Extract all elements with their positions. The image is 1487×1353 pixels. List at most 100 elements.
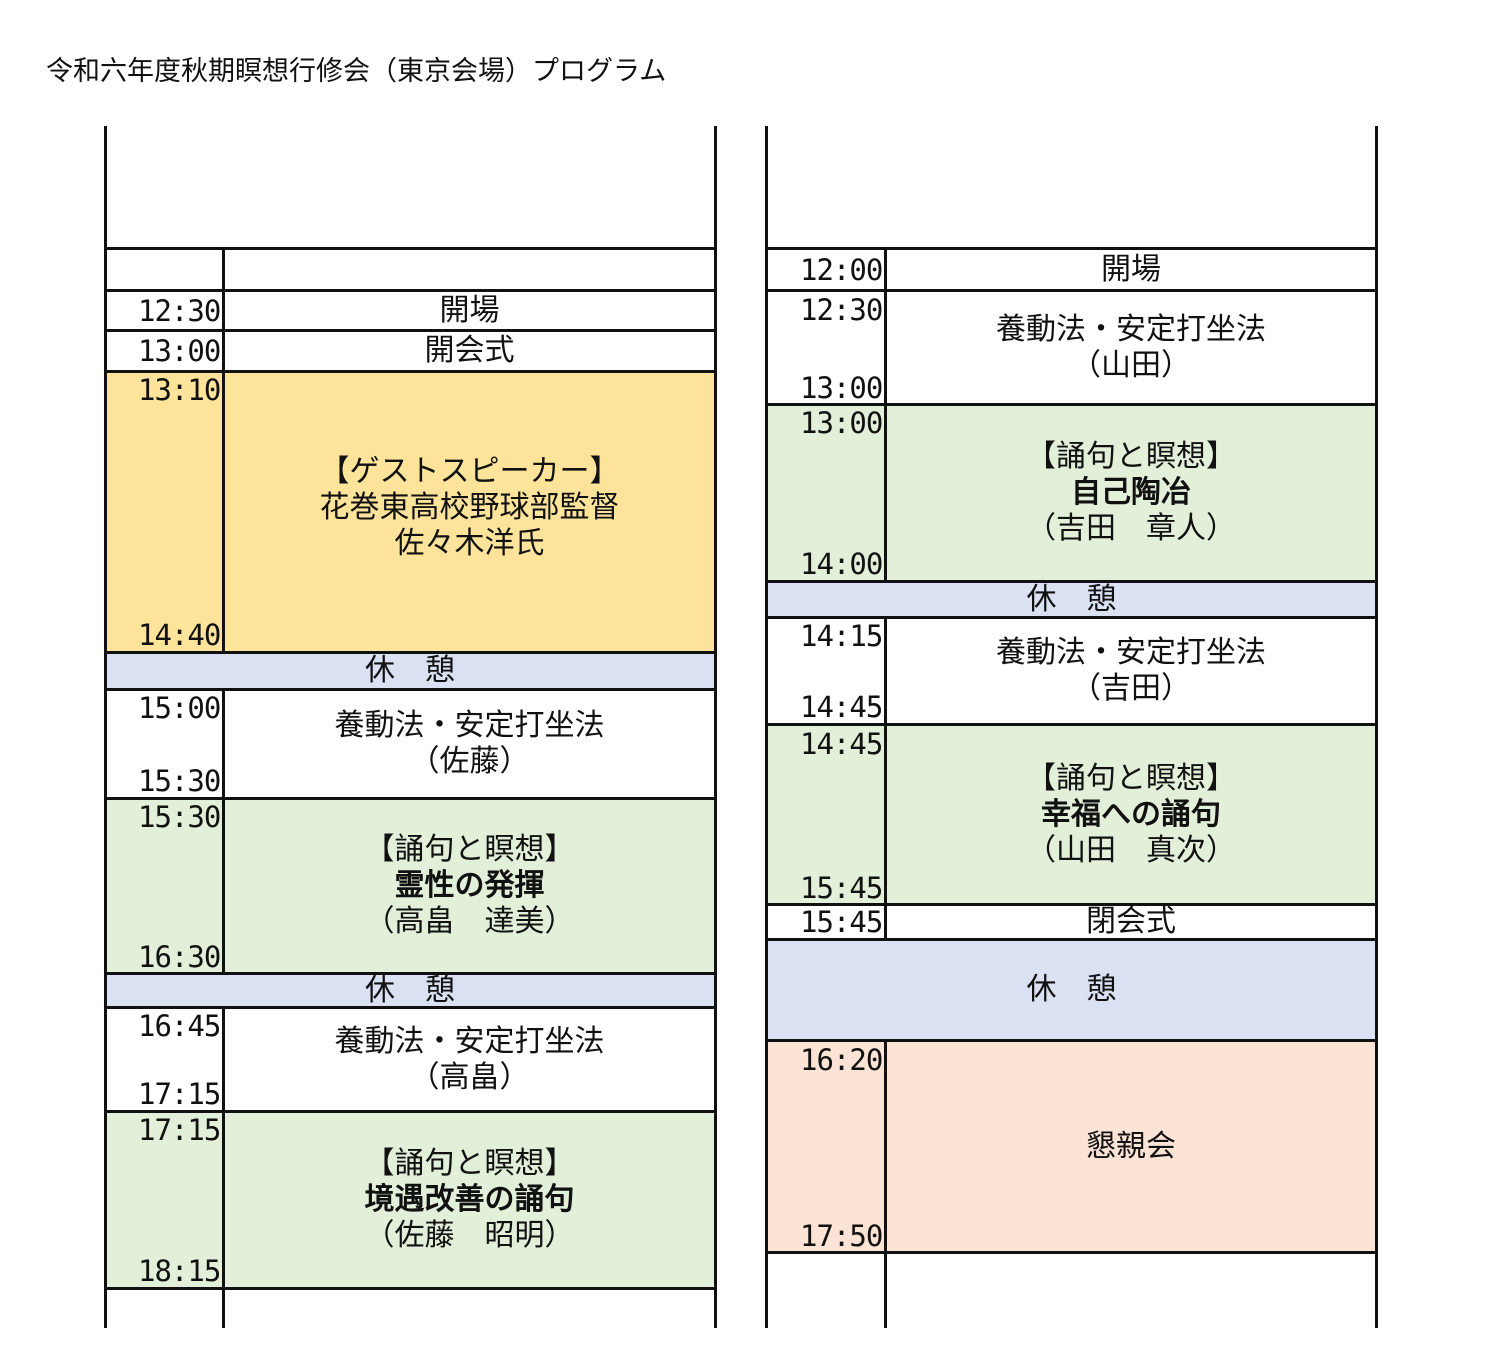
grid-line (222, 1007, 225, 1328)
row-meditation-bg (768, 405, 1376, 582)
grid-line (104, 370, 717, 373)
session-meditation: 【誦句と瞑想】 幸福への誦句 （山田 真次） (887, 726, 1375, 903)
grid-line (104, 289, 717, 292)
grid-line (765, 289, 1378, 292)
grid-line (104, 651, 717, 654)
grid-line (104, 247, 717, 250)
grid-line (765, 126, 768, 1328)
row-break-bg (106, 653, 716, 689)
break-label: 休 憩 (1026, 972, 1117, 1007)
session-title: 花巻東高校野球部監督 (319, 490, 620, 525)
end-time: 15:45 (800, 871, 883, 905)
session-open: 開場 (225, 292, 714, 329)
end-time: 18:15 (138, 1254, 221, 1288)
end-time: 17:50 (800, 1219, 883, 1253)
session-meditation: 【誦句と瞑想】 境遇改善の誦句 （佐藤 昭明） (225, 1113, 714, 1287)
page-title: 令和六年度秋期瞑想行修会（東京会場）プログラム (46, 56, 667, 87)
session-title: 霊性の発揮 (394, 868, 545, 903)
session-title: 養動法・安定打坐法 (996, 635, 1266, 670)
session-speaker: （吉田） (1071, 671, 1191, 706)
session-closing: 閉会式 (887, 904, 1375, 939)
row-break-bg (106, 974, 716, 1007)
session-speaker: （山田 真次） (1026, 832, 1236, 868)
start-time: 13:10 (138, 373, 221, 407)
session-heading: 【誦句と瞑想】 (1026, 760, 1236, 796)
session-guest: 【ゲストスピーカー】 花巻東高校野球部監督 佐々木洋氏 (225, 373, 714, 643)
grid-line (884, 1041, 887, 1328)
session-title: 養動法・安定打坐法 (334, 708, 605, 743)
start-time: 14:15 (800, 619, 883, 653)
session-speaker: （佐藤） (409, 744, 530, 779)
end-time: 15:30 (138, 764, 221, 798)
grid-line (884, 617, 887, 940)
grid-line (714, 126, 717, 1328)
grid-line (765, 903, 1378, 906)
grid-line (765, 1251, 1378, 1254)
grid-line (104, 797, 717, 800)
grid-line (765, 1039, 1378, 1042)
end-time: 13:00 (800, 371, 883, 405)
session-title: 幸福への誦句 (1041, 796, 1221, 832)
start-time: 15:45 (800, 905, 883, 939)
end-time: 16:30 (138, 940, 221, 974)
grid-line (765, 938, 1378, 941)
end-time: 14:40 (138, 618, 221, 652)
break: 休 憩 (106, 972, 714, 1008)
session-title: 養動法・安定打坐法 (334, 1023, 605, 1059)
end-time: 17:15 (138, 1077, 221, 1111)
session-title: 開会式 (424, 333, 515, 368)
session-heading: 【誦句と瞑想】 (364, 832, 575, 867)
start-time: 12:30 (138, 294, 221, 328)
start-time: 13:00 (138, 334, 221, 368)
session-heading: 【誦句と瞑想】 (364, 1146, 575, 1181)
row-party-bg (768, 1041, 1376, 1252)
grid-line (104, 1110, 717, 1113)
grid-line (104, 972, 717, 975)
grid-line (104, 126, 107, 1328)
start-time: 17:15 (138, 1113, 221, 1147)
session-speaker: （吉田 章人） (1026, 511, 1236, 546)
end-time: 14:00 (800, 547, 883, 581)
row-break-bg (768, 940, 1376, 1040)
start-time: 16:45 (138, 1009, 221, 1043)
grid-line (104, 329, 717, 332)
start-time: 12:30 (800, 293, 883, 327)
grid-line (765, 616, 1378, 619)
session-title: 懇親会 (1086, 1128, 1176, 1164)
start-time: 12:00 (800, 253, 883, 287)
grid-line (1375, 126, 1378, 1328)
start-time: 15:00 (138, 691, 221, 725)
break-label: 休 憩 (365, 653, 455, 688)
session-heading: 【ゲストスピーカー】 (319, 454, 620, 489)
row-meditation-bg (106, 798, 716, 974)
session-title: 開場 (439, 292, 500, 328)
break-label: 休 憩 (1026, 581, 1117, 617)
session-meditation: 【誦句と瞑想】 自己陶冶 （吉田 章人） (887, 406, 1375, 580)
break: 休 憩 (768, 941, 1375, 1039)
session-speaker: （高畠） (409, 1059, 530, 1095)
session-yodo: 養動法・安定打坐法 （山田） (887, 292, 1375, 403)
break: 休 憩 (106, 653, 714, 688)
session-title: 自己陶冶 (1071, 475, 1191, 510)
session-speaker: 佐々木洋氏 (394, 526, 545, 561)
session-title: 開場 (1101, 251, 1161, 287)
grid-line (222, 248, 225, 653)
grid-line (765, 403, 1378, 406)
grid-line (765, 580, 1378, 583)
session-speaker: （佐藤 昭明） (364, 1218, 575, 1253)
break-label: 休 憩 (365, 972, 455, 1008)
break: 休 憩 (768, 581, 1375, 617)
row-meditation-bg (768, 725, 1376, 904)
start-time: 15:30 (138, 800, 221, 834)
session-speaker: （高畠 達美） (364, 904, 575, 939)
start-time: 14:45 (800, 727, 883, 761)
grid-line (104, 688, 717, 691)
session-open: 開場 (887, 250, 1375, 289)
session-heading: 【誦句と瞑想】 (1026, 439, 1236, 474)
end-time: 14:45 (800, 690, 883, 724)
session-title: 境遇改善の誦句 (364, 1182, 575, 1217)
grid-line (104, 1287, 717, 1290)
session-title: 閉会式 (1086, 904, 1176, 939)
session-party: 懇親会 (887, 1042, 1375, 1251)
session-ceremony: 開会式 (225, 332, 714, 370)
